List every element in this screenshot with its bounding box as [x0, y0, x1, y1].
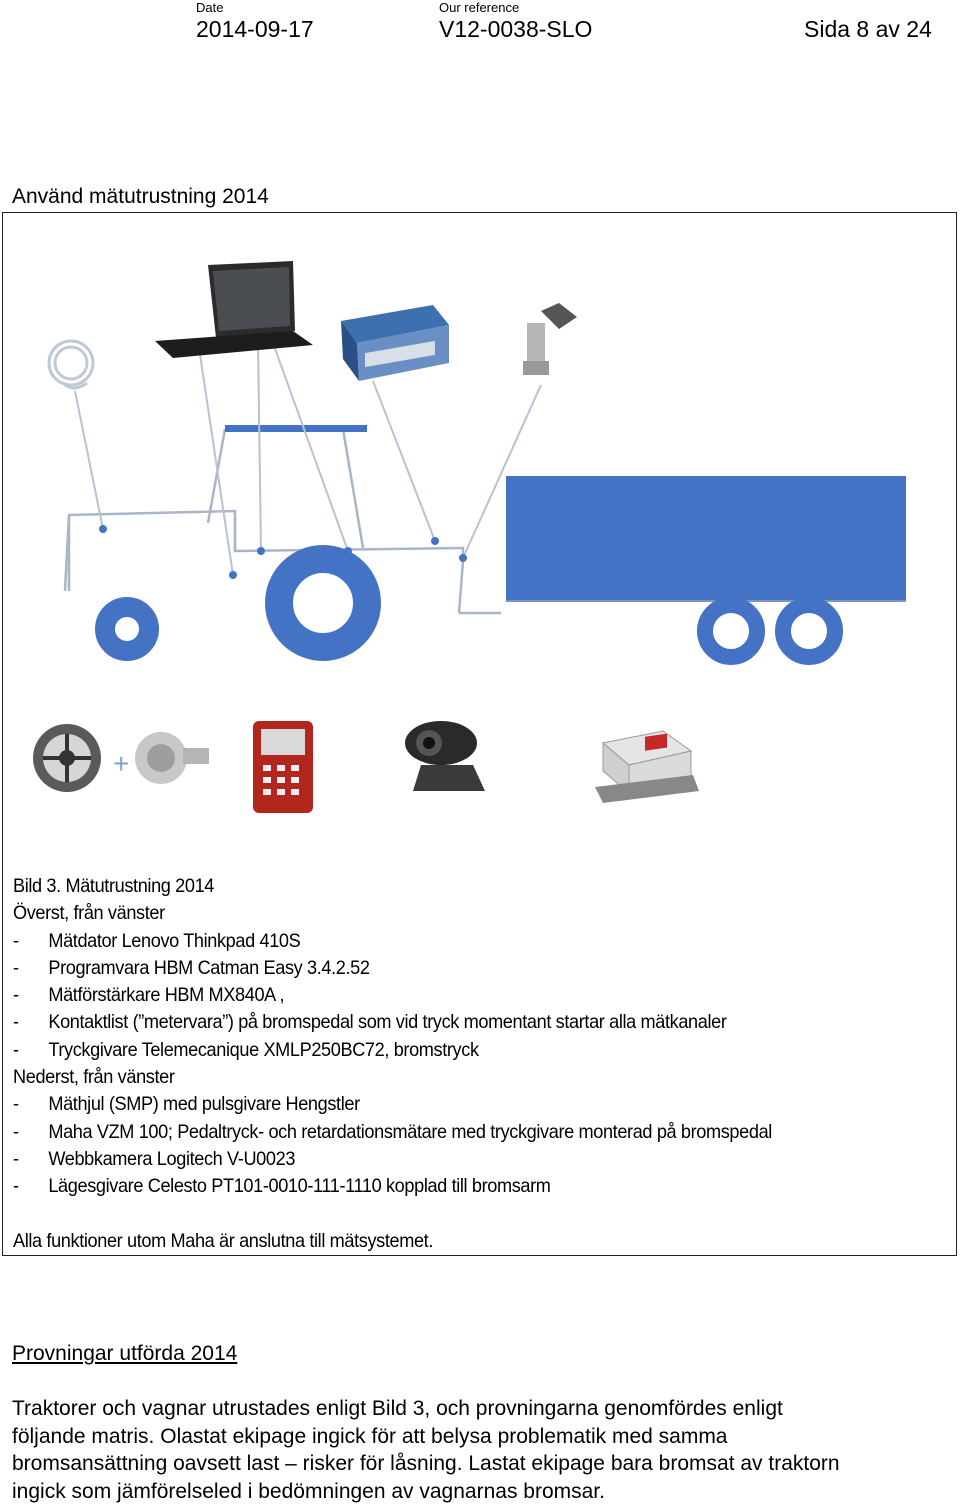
date-label: Date — [196, 0, 223, 15]
caption-title: Bild 3. Mätutrustning 2014 — [13, 873, 878, 900]
caption-bottom-item: Maha VZM 100; Pedaltryck- och retardatio… — [13, 1119, 878, 1146]
position-sensor-icon — [595, 731, 699, 803]
caption-top-item: Mätförstärkare HBM MX840A , — [13, 982, 878, 1009]
cabin-lines — [208, 425, 367, 548]
measuring-wheel-icon — [33, 724, 101, 792]
caption-top-item: Kontaktlist (”metervara”) på bromspedal … — [13, 1009, 878, 1036]
section-title: Provningar utförda 2014 — [12, 1342, 237, 1366]
caption-top-item: Mätdator Lenovo Thinkpad 410S — [13, 928, 878, 955]
encoder-icon — [135, 732, 209, 784]
paragraph-line: ingick som jämförelseled i bedömningen a… — [12, 1478, 952, 1505]
wire-lines — [75, 341, 541, 575]
caption-top-heading: Överst, från vänster — [13, 900, 878, 927]
caption-bottom-heading: Nederst, från vänster — [13, 1064, 878, 1091]
reference-value: V12-0038-SLO — [439, 16, 592, 43]
caption-bottom-item: Webbkamera Logitech V-U0023 — [13, 1146, 878, 1173]
amplifier-icon — [341, 305, 449, 381]
caption-top-item: Tryckgivare Telemecanique XMLP250BC72, b… — [13, 1037, 878, 1064]
figure-caption: Bild 3. Mätutrustning 2014 Överst, från … — [13, 873, 878, 1255]
pedal-meter-icon — [253, 721, 313, 813]
section-paragraph: Traktorer och vagnar utrustades enligt B… — [12, 1395, 952, 1505]
trailer-body — [506, 476, 906, 600]
page-number: Sida 8 av 24 — [804, 16, 932, 43]
equipment-diagram: + — [3, 213, 955, 851]
plus-icon: + — [113, 748, 129, 779]
paragraph-line: följande matris. Olastat ekipage ingick … — [12, 1423, 952, 1451]
paragraph-line: bromsansättning oavsett last – risker fö… — [12, 1450, 952, 1478]
caption-bottom-item: Lägesgivare Celesto PT101-0010-111-1110 … — [13, 1173, 878, 1200]
paragraph-line: Traktorer och vagnar utrustades enligt B… — [12, 1395, 952, 1423]
reference-label: Our reference — [439, 0, 519, 15]
caption-bottom-item: Mäthjul (SMP) med pulsgivare Hengstler — [13, 1091, 878, 1118]
webcam-icon — [405, 721, 485, 791]
caption-top-item: Programvara HBM Catman Easy 3.4.2.52 — [13, 955, 878, 982]
date-value: 2014-09-17 — [196, 16, 314, 43]
laptop-icon — [155, 261, 313, 358]
figure-title: Använd mätutrustning 2014 — [12, 185, 269, 209]
pressure-sensor-icon — [523, 303, 577, 375]
caption-note: Alla funktioner utom Maha är anslutna ti… — [13, 1228, 878, 1255]
contact-strip-icon — [49, 341, 93, 388]
figure-box: + Bild 3. — [2, 212, 957, 1256]
